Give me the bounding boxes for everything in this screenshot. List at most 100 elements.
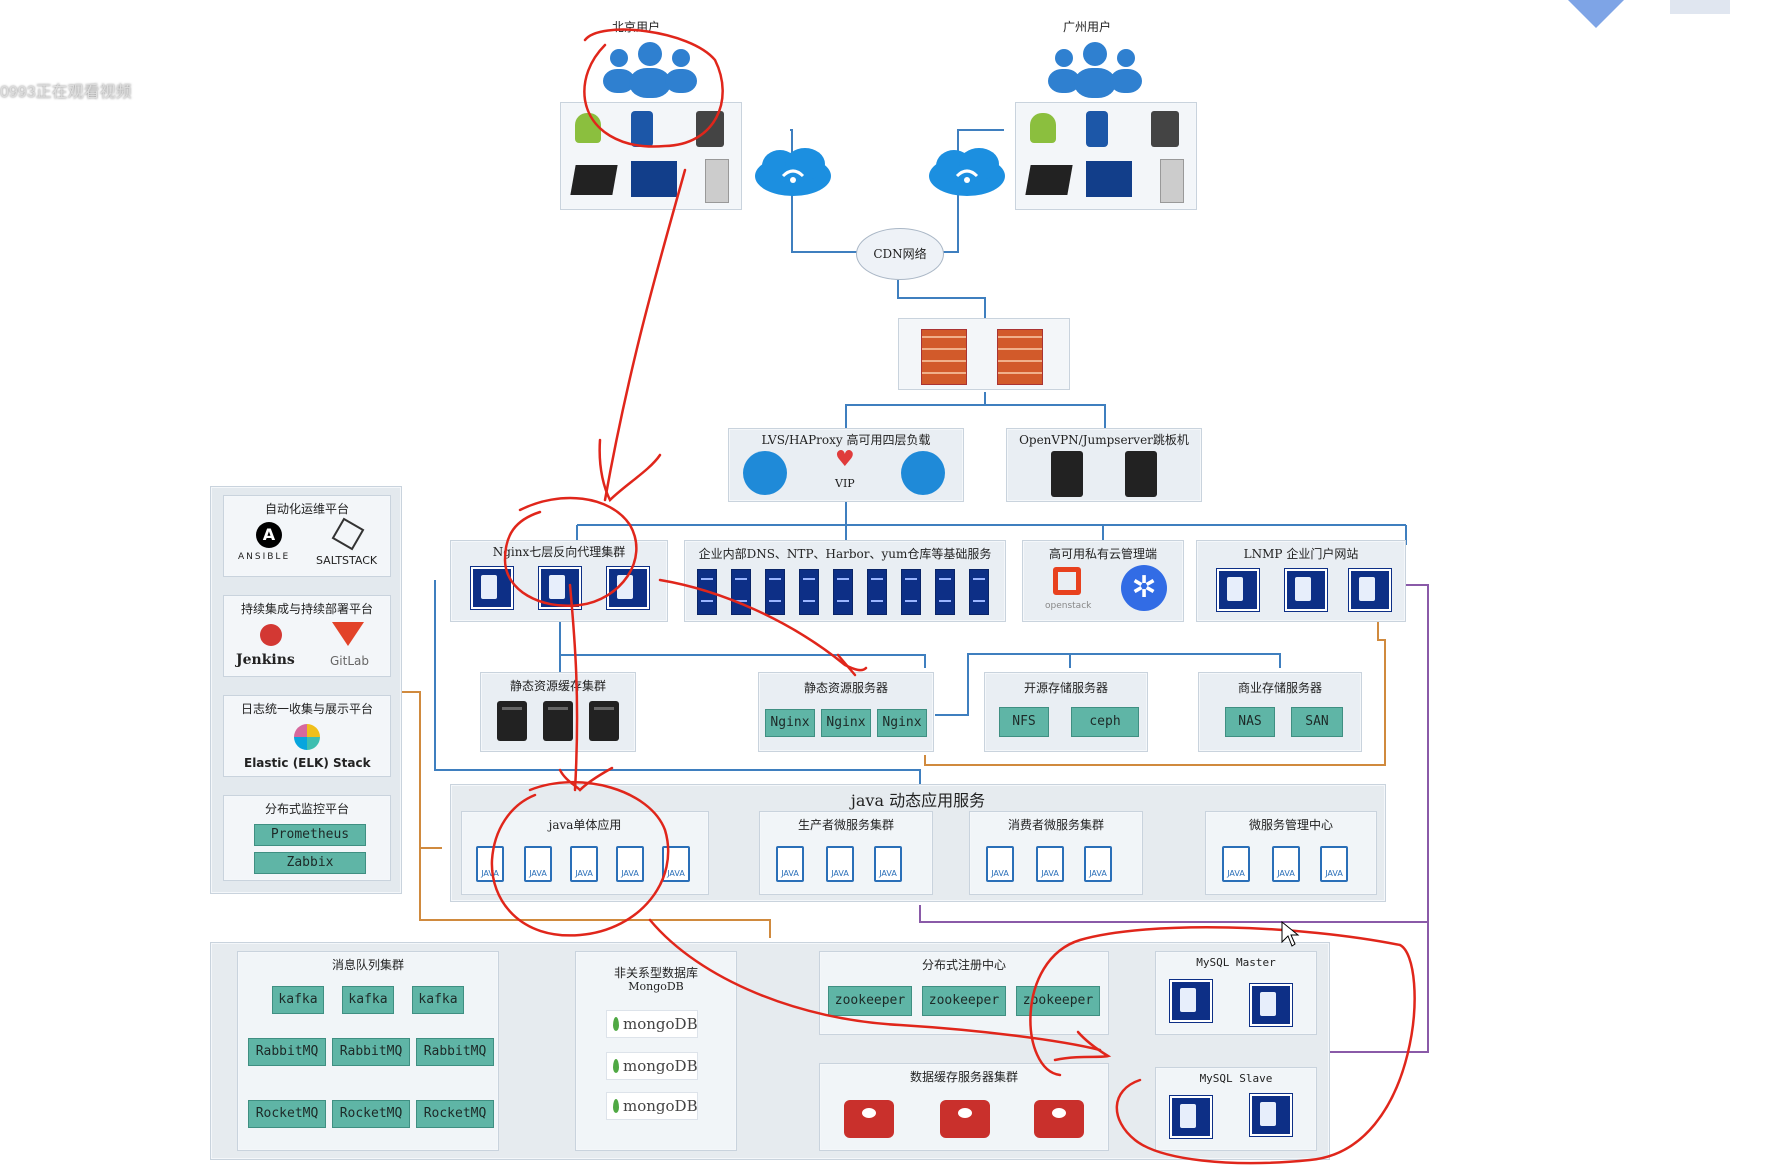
nfs-node: NFS — [999, 707, 1049, 737]
guangzhou-users-label: 广州用户 — [1063, 20, 1112, 34]
java-file-icon — [1272, 846, 1300, 882]
mq-cluster-box: 消息队列集群 kafka kafka kafka RabbitMQ Rabbit… — [237, 951, 499, 1151]
mq-cluster-title: 消息队列集群 — [331, 958, 404, 972]
lvs-title: LVS/HAProxy 高可用四层负载 — [761, 433, 931, 447]
tablet-icon — [1151, 111, 1179, 147]
load-balancer-icon — [901, 451, 945, 495]
web-server-icon — [470, 566, 514, 610]
nas-node: NAS — [1225, 707, 1275, 737]
beijing-devices-panel — [560, 102, 742, 210]
biz-storage-title: 商业存储服务器 — [1237, 681, 1322, 695]
server-icon — [1051, 451, 1083, 497]
java-file-icon — [1084, 846, 1112, 882]
elk-label: Elastic (ELK) Stack — [244, 756, 371, 770]
gitlab-label: GitLab — [330, 654, 369, 668]
redis-icon — [1034, 1100, 1084, 1138]
java-file-icon — [986, 846, 1014, 882]
java-file-icon — [616, 846, 644, 882]
heart-icon: ♥ — [835, 447, 855, 472]
mysql-master-box: MySQL Master — [1155, 951, 1317, 1035]
mysql-master-title: MySQL Master — [1196, 956, 1276, 969]
redis-icon — [844, 1100, 894, 1138]
rabbitmq-node: RabbitMQ — [416, 1038, 494, 1066]
kafka-node: kafka — [342, 986, 394, 1014]
logging-title: 日志统一收集与展示平台 — [240, 702, 373, 716]
lnmp-panel: LNMP 企业门户网站 — [1196, 540, 1406, 622]
registry-title: 分布式注册中心 — [921, 958, 1006, 972]
web-server-icon — [1284, 568, 1328, 612]
zookeeper-node: zookeeper — [1016, 986, 1100, 1016]
phone-icon — [1086, 111, 1108, 147]
openstack-icon — [1053, 567, 1081, 595]
monitoring-box: 分布式监控平台 Prometheus Zabbix — [223, 795, 391, 881]
gitlab-icon — [332, 622, 364, 646]
java-file-icon — [1320, 846, 1348, 882]
rack-server-icon — [935, 569, 955, 615]
rabbitmq-node: RabbitMQ — [332, 1038, 410, 1066]
java-file-icon — [1036, 846, 1064, 882]
java-dynamic-title: java 动态应用服务 — [850, 791, 986, 810]
java-file-icon — [570, 846, 598, 882]
web-server-icon — [1348, 568, 1392, 612]
cdn-label: CDN网络 — [873, 247, 927, 261]
zookeeper-node: zookeeper — [922, 986, 1006, 1016]
nginx-proxy-panel: Nginx七层反向代理集群 — [450, 540, 668, 622]
auto-ops-box: 自动化运维平台 A ANSIBLE SALTSTACK — [223, 495, 391, 577]
prometheus-node: Prometheus — [254, 824, 366, 846]
desktop-icon — [631, 161, 677, 197]
mongodb-node: mongoDB — [606, 1092, 698, 1120]
ms-management-title: 微服务管理中心 — [1248, 818, 1333, 832]
consumer-cluster-group: 消费者微服务集群 — [969, 811, 1143, 895]
ops-platform-sidebar: 自动化运维平台 A ANSIBLE SALTSTACK 持续集成与持续部署平台 … — [210, 486, 402, 894]
java-file-icon — [476, 846, 504, 882]
firewall-icon — [997, 329, 1043, 385]
brand-logo-partial — [1568, 0, 1730, 28]
open-storage-title: 开源存储服务器 — [1023, 681, 1108, 695]
tower-icon — [705, 159, 729, 203]
jenkins-label: Jenkins — [236, 652, 295, 668]
nosql-box: 非关系型数据库 MongoDB mongoDB mongoDB mongoDB — [575, 951, 737, 1151]
rack-server-icon — [867, 569, 887, 615]
kafka-node: kafka — [412, 986, 464, 1014]
ansible-icon: A — [256, 522, 282, 548]
rack-server-icon — [731, 569, 751, 615]
java-file-icon — [1222, 846, 1250, 882]
firewall-panel — [898, 318, 1070, 390]
watermark-text: 0993正在观看视频 — [0, 84, 132, 101]
rocketmq-node: RocketMQ — [332, 1100, 410, 1128]
rack-server-icon — [833, 569, 853, 615]
rocketmq-node: RocketMQ — [416, 1100, 494, 1128]
zabbix-node: Zabbix — [254, 852, 366, 874]
cdn-cloud: CDN网络 — [856, 228, 944, 280]
database-server-icon — [1169, 1095, 1213, 1139]
database-server-icon — [1249, 983, 1293, 1027]
cache-title: 数据缓存服务器集群 — [909, 1070, 1018, 1084]
lvs-panel: LVS/HAProxy 高可用四层负载 ♥ VIP — [728, 428, 964, 502]
java-monolith-title: java单体应用 — [548, 818, 622, 832]
san-node: SAN — [1291, 707, 1343, 737]
wifi-cloud-icon — [755, 148, 831, 196]
mysql-slave-box: MySQL Slave — [1155, 1067, 1317, 1151]
consumer-cluster-title: 消费者微服务集群 — [1007, 818, 1104, 832]
users-icon — [603, 42, 697, 98]
mysql-slave-title: MySQL Slave — [1199, 1072, 1273, 1085]
data-layer-panel: 消息队列集群 kafka kafka kafka RabbitMQ Rabbit… — [210, 942, 1330, 1160]
firewall-icon — [921, 329, 967, 385]
nosql-title: 非关系型数据库 — [613, 966, 698, 980]
database-server-icon — [1169, 979, 1213, 1023]
static-server-title: 静态资源服务器 — [803, 681, 888, 695]
database-server-icon — [1249, 1093, 1293, 1137]
java-dynamic-panel: java 动态应用服务 java单体应用 生产者微服务集群 消费者微服务集群 微… — [450, 784, 1386, 902]
rabbitmq-node: RabbitMQ — [248, 1038, 326, 1066]
ms-management-group: 微服务管理中心 — [1205, 811, 1377, 895]
java-file-icon — [826, 846, 854, 882]
nginx-proxy-title: Nginx七层反向代理集群 — [492, 545, 626, 559]
private-cloud-panel: 高可用私有云管理端 openstack ✲ — [1022, 540, 1184, 622]
load-balancer-icon — [743, 451, 787, 495]
saltstack-label: SALTSTACK — [316, 554, 378, 567]
kafka-node: kafka — [272, 986, 324, 1014]
lnmp-title: LNMP 企业门户网站 — [1243, 547, 1359, 561]
users-icon — [1048, 42, 1142, 98]
ansible-label: ANSIBLE — [238, 552, 291, 562]
wifi-cloud-icon — [929, 148, 1005, 196]
